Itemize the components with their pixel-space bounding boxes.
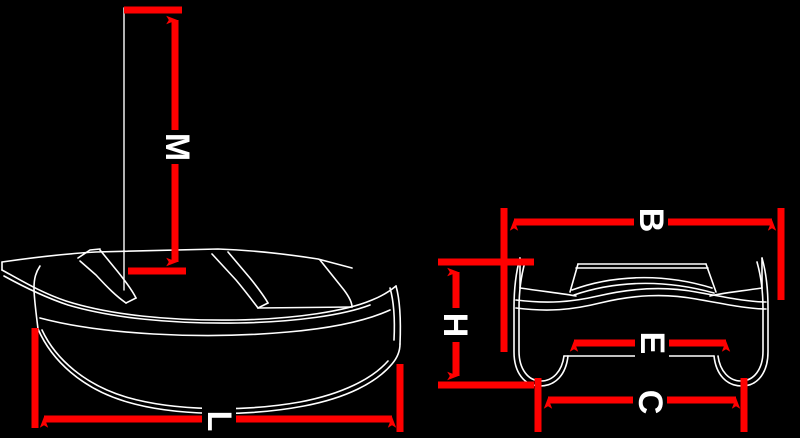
cabin-roof-line [1,248,353,269]
dimension-label-M: M [158,130,196,164]
dimension-label-H: H [436,308,474,342]
dimension-label-C: C [631,385,669,419]
flybridge-edge-left [77,248,101,259]
sheer-line [1,269,397,321]
cabin-side-right [705,263,717,293]
profile-view-drawing [1,7,402,415]
transom-line-inner [389,287,396,341]
windscreen-left [79,260,127,304]
cabin-front-right-bottom [257,302,269,309]
transom-upper [319,259,353,308]
rub-rail [39,309,391,337]
hull-inner-right [717,261,764,382]
shell-sweep-left [519,287,577,297]
windscreen-left-inner [99,249,137,299]
hull-inner-left [518,261,565,382]
topside-curve [515,287,767,303]
bow-stem [33,265,41,330]
dimension-label-B: B [632,203,670,237]
deck-crown [571,276,713,291]
cabin-side-left [569,263,579,293]
dimension-label-E: E [633,326,671,360]
windscreen-left-bottom [125,297,137,304]
cabin-front-right [211,253,259,309]
hull-outer-left [513,257,569,387]
deck-aft-line [257,306,353,309]
section-view-drawing [513,257,769,387]
dimension-label-L: L [200,404,238,438]
topside-curve-inner [515,294,767,311]
cabin-front-right-inner [227,251,269,304]
transom-line [395,285,402,345]
keel-line [37,328,401,415]
hull-outer-right [713,257,769,387]
sheer-line-inner [3,275,371,324]
deck-crown-inner [573,282,715,296]
keel-line-inner [41,329,389,410]
shell-sweep-right [709,287,763,297]
